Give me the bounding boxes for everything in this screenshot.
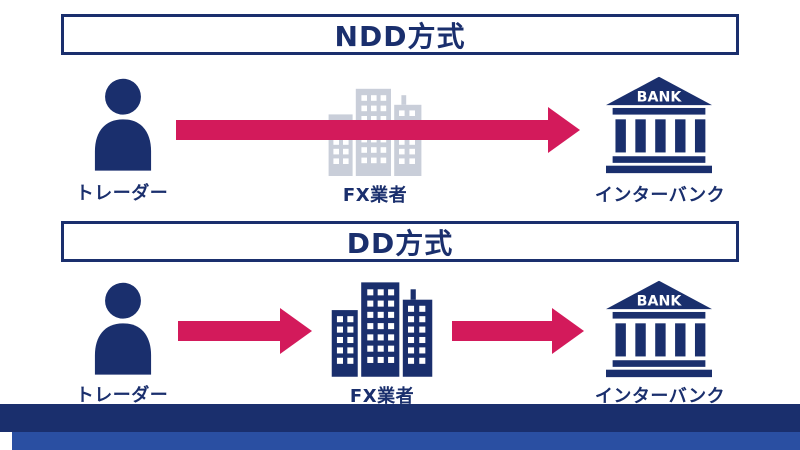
- dd-arrow-broker-to-bank: [452, 321, 552, 341]
- ndd-direct-arrow: [176, 120, 548, 140]
- dd-fx-broker-label: FX業者: [349, 386, 415, 407]
- ndd-fx-broker-label: FX業者: [342, 185, 408, 206]
- ndd-title-box: NDD方式: [61, 14, 739, 55]
- dd-trader-icon: [84, 278, 162, 378]
- dd-bank-icon: [606, 280, 712, 378]
- dd-interbank-label: インターバンク: [594, 386, 726, 407]
- dd-title: DD方式: [346, 226, 454, 260]
- dd-fx-broker-icon: [330, 274, 434, 380]
- ndd-interbank-label: インターバンク: [594, 185, 726, 206]
- dd-title-box: DD方式: [61, 221, 739, 262]
- dd-arrow-trader-to-broker: [178, 321, 280, 341]
- ndd-trader-icon: [84, 74, 162, 174]
- ndd-title: NDD方式: [334, 19, 466, 53]
- ndd-bank-icon: [606, 76, 712, 174]
- footer-dark-band: [0, 404, 800, 432]
- footer-light-band: [12, 432, 800, 450]
- ndd-trader-label: トレーダー: [75, 183, 169, 204]
- dd-trader-label: トレーダー: [75, 385, 169, 406]
